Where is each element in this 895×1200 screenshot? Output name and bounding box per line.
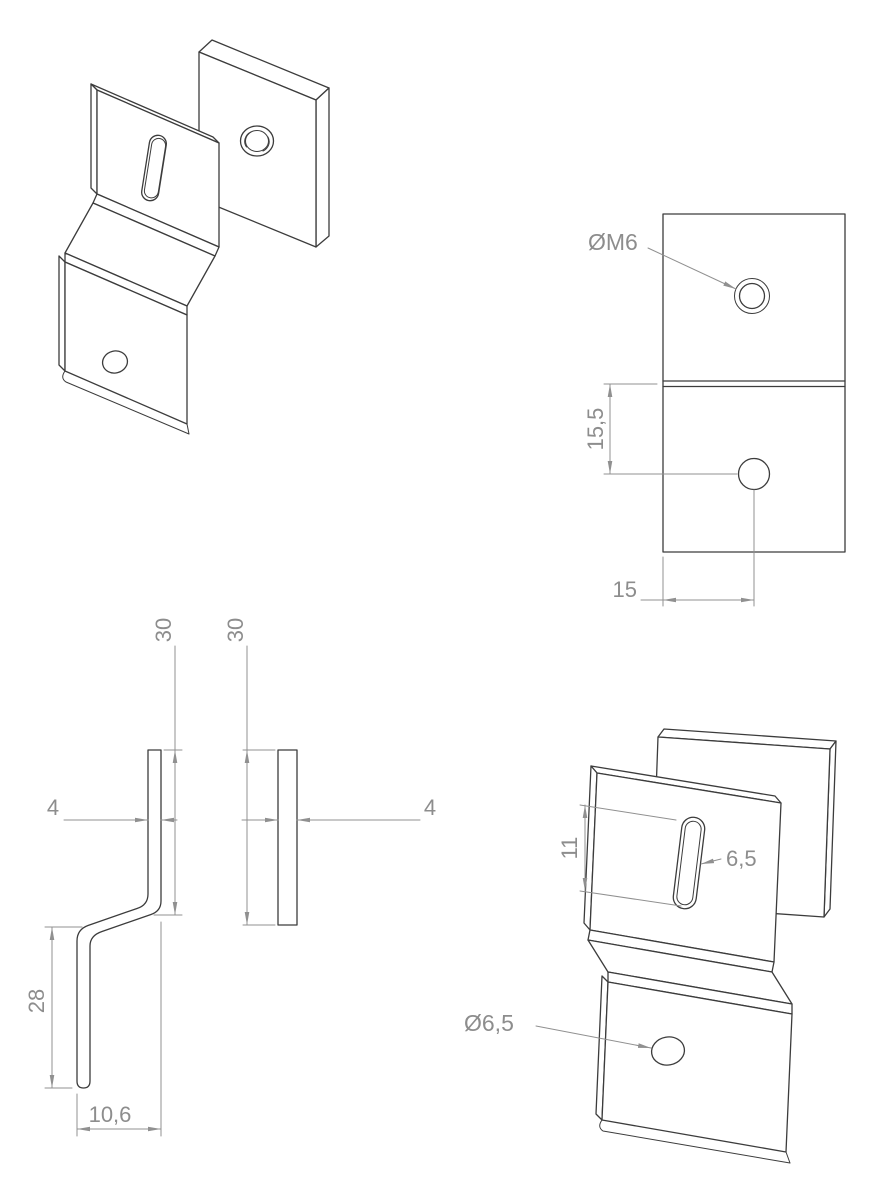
dimension-4-bracket: 4: [47, 795, 178, 823]
dimension-28: 28: [24, 926, 83, 1089]
side-profile-view: 30 30 4 4 28 10,6: [24, 618, 436, 1137]
z-bracket-iso: [58, 83, 220, 435]
dim-label-30-plate: 30: [223, 618, 248, 642]
bracket-left-band-upper: [90, 83, 98, 195]
dimension-15-5: 15,5: [583, 383, 738, 475]
bracket-bottom-edge: [62, 370, 190, 435]
mounting-plate-iso: [198, 39, 330, 248]
isometric-detail-view: 11 6,5 Ø6,5: [464, 728, 837, 1164]
dim-label-30-bracket: 30: [151, 618, 176, 642]
dimension-11: 11: [557, 804, 682, 907]
hole-callout-group: Ø6,5: [464, 1010, 652, 1049]
bracket-profile: [76, 749, 162, 1089]
leader-line: [535, 1025, 652, 1049]
slot-hole-depth: [143, 137, 167, 199]
dim-label-6-5: 6,5: [726, 846, 757, 871]
dimension-4-plate: 4: [241, 795, 436, 823]
dim-label-10-6: 10,6: [89, 1102, 132, 1127]
dim-label-4-bracket: 4: [47, 795, 59, 820]
thread-hole-inner: [245, 130, 269, 152]
clearance-hole: [101, 350, 129, 374]
dim-label-11: 11: [557, 837, 582, 860]
plate-profile: [277, 749, 298, 926]
extension-lines: [603, 383, 738, 475]
dim-label-15-5: 15,5: [583, 408, 608, 451]
z-bracket-iso-2: [583, 765, 793, 1164]
thread-swirl: [244, 131, 270, 152]
thread-hole-minor: [738, 282, 766, 310]
dimension-6-5: 6,5: [700, 846, 757, 871]
plate-right-band: [315, 87, 330, 248]
plate-bracket-split-lines: [662, 380, 846, 388]
dimension-30-bracket: 30: [151, 618, 183, 916]
leader-line: [700, 858, 722, 865]
dimension-10-6: 10,6: [76, 921, 162, 1137]
bracket-left-band-lower: [58, 255, 66, 372]
hole-callout-label: Ø6,5: [464, 1010, 514, 1036]
dim-label-28: 28: [24, 989, 49, 1013]
thread-hole-major: [734, 278, 770, 314]
thread-hole-outer: [239, 125, 275, 157]
front-dimension-view: ØM6 15,5 15: [583, 213, 846, 607]
clearance-hole: [650, 1036, 686, 1066]
extension-lines: [242, 645, 276, 926]
slot-hole: [672, 816, 706, 910]
dim-label-15: 15: [613, 577, 637, 602]
slot-hole-depth: [676, 820, 702, 906]
dimension-15: 15: [613, 489, 755, 607]
isometric-assembly-view: [58, 39, 330, 435]
dim-label-4-plate: 4: [424, 795, 436, 820]
dimension-30-plate: 30: [223, 618, 276, 926]
bracket-bottom-edge: [599, 1119, 791, 1164]
thread-callout-label: ØM6: [588, 229, 638, 255]
leader-line: [647, 247, 737, 290]
thread-callout-group: ØM6: [588, 229, 737, 290]
extension-lines: [579, 804, 682, 907]
